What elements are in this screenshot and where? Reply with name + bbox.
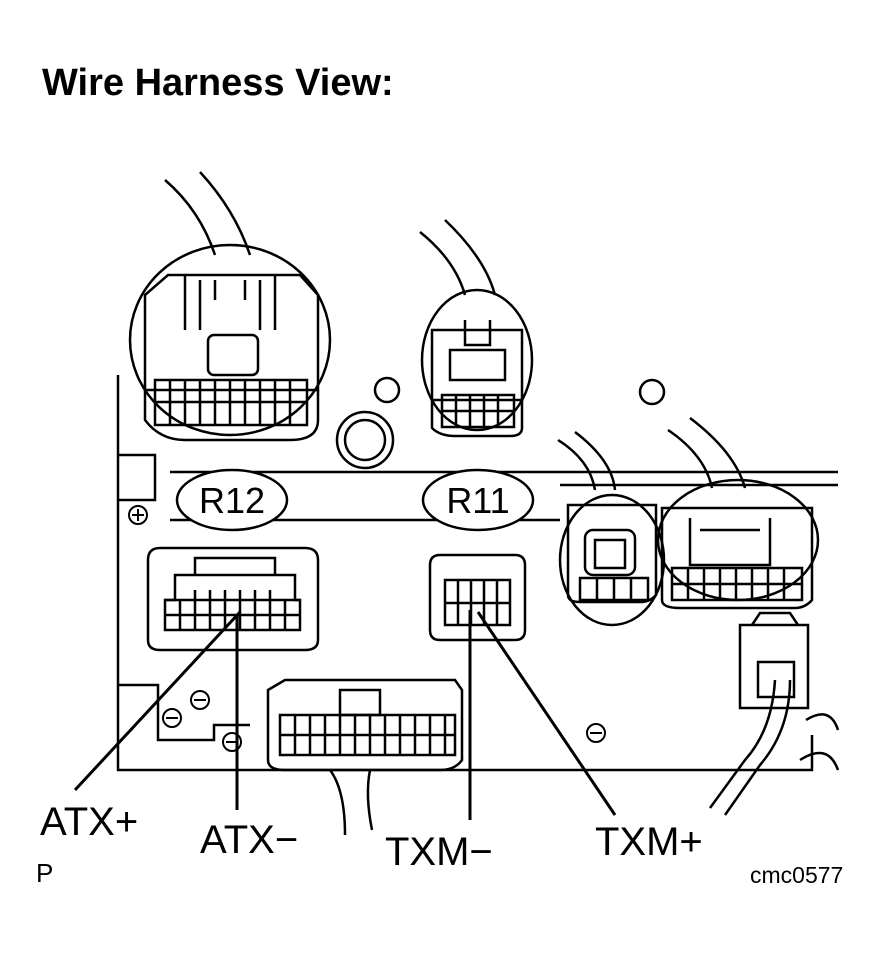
atx-plus-leader — [73, 610, 242, 792]
atx-minus-label: ATX− — [200, 818, 299, 862]
figure-code: cmc0577 — [750, 862, 844, 888]
right-small-plug — [557, 431, 666, 627]
ground-screws — [128, 505, 606, 752]
unit-lower-step — [118, 683, 250, 742]
r12-header — [146, 546, 320, 652]
r12-label-oval — [175, 468, 289, 532]
mount-hole-small-2 — [638, 378, 666, 406]
txm-plus-leader — [476, 611, 617, 816]
r11-label-oval — [421, 468, 535, 532]
r11-harness-plug — [419, 219, 534, 438]
r12-harness-plug — [128, 171, 332, 442]
r11-label: R11 — [446, 480, 509, 521]
r11-header — [428, 553, 527, 642]
txm-minus-label: TXM− — [385, 830, 493, 874]
unit-inner-step — [118, 453, 157, 502]
txm-plus-label: TXM+ — [595, 820, 703, 864]
right-wide-plug — [656, 417, 820, 610]
mount-hole-small-1 — [373, 376, 401, 404]
r12-label: R12 — [199, 480, 265, 521]
mount-hole-large — [335, 410, 395, 470]
antenna-jack — [708, 611, 810, 816]
bottom-connector — [266, 678, 464, 836]
unit-body-outline — [116, 375, 814, 772]
page-title: Wire Harness View: — [42, 62, 394, 104]
corner-mark: P — [36, 858, 54, 888]
atx-plus-label: ATX+ — [40, 800, 139, 844]
